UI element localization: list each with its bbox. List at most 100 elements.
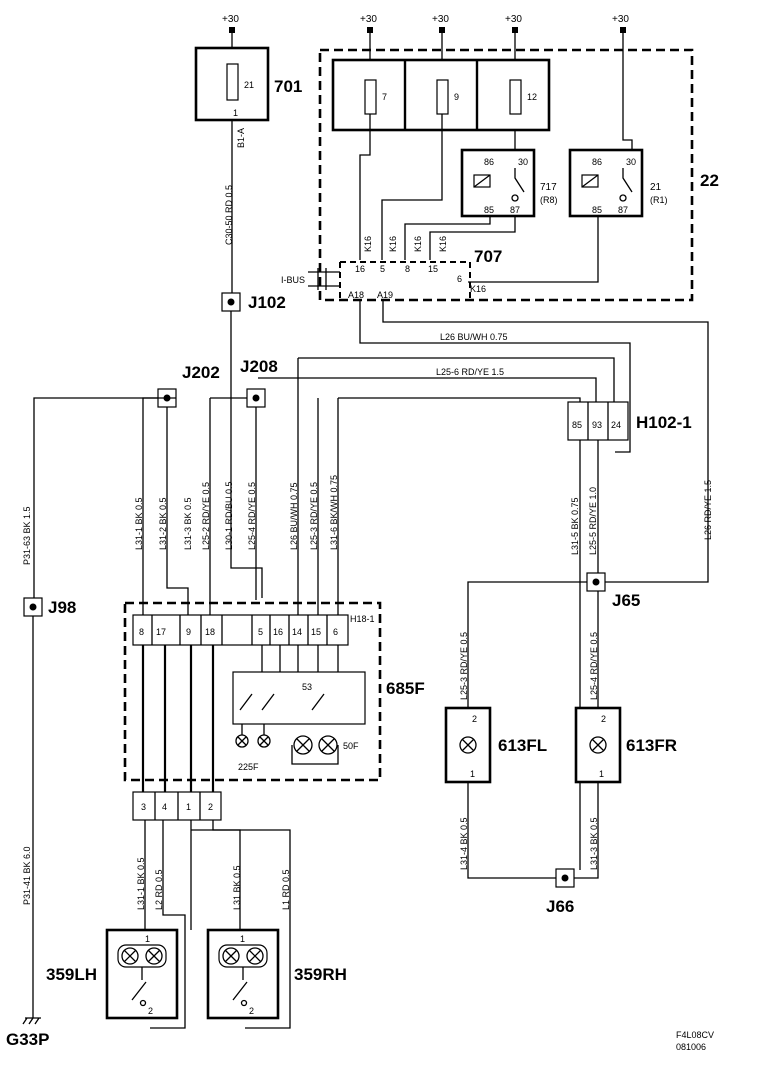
connector-h102: 85 93 24 H102-1 xyxy=(567,401,692,441)
k16-label-5: K16 xyxy=(470,284,486,294)
wire-l25-4-label: L25-4 RD/YE 0.5 xyxy=(247,482,257,550)
splice-j65: J65 xyxy=(586,572,640,610)
h18-pin-6: 6 xyxy=(333,627,338,637)
fuse-12-label: 12 xyxy=(527,92,537,102)
h102-pin-85: 85 xyxy=(572,420,582,430)
lamp-359rh-pin1: 1 xyxy=(240,934,245,944)
c4-pin-4: 4 xyxy=(162,802,167,812)
relay21-pin86: 86 xyxy=(592,157,602,167)
lamp-359lh-pin1: 1 xyxy=(145,934,150,944)
supply-label-f9: +30 xyxy=(432,14,449,25)
splice-j102: J102 xyxy=(221,292,286,312)
lamp-613fr-label: 613FR xyxy=(626,736,677,755)
supply-terminals: +30 +30 +30 +30 +30 xyxy=(222,14,633,152)
fuse-box-701: 21 1 701 xyxy=(194,46,302,122)
connector-707-label: 707 xyxy=(474,247,502,266)
relay21-pin87: 87 xyxy=(618,205,628,215)
wire-l31-3-label: L31-3 BK 0.5 xyxy=(183,497,193,550)
c4-pin-1: 1 xyxy=(186,802,191,812)
splice-j208: J208 xyxy=(240,357,278,408)
wire-l25-5-label: L25-5 RD/YE 1.0 xyxy=(588,487,598,555)
relay717-label: 717 xyxy=(540,182,557,193)
pin-16-label: 16 xyxy=(355,264,365,274)
ibus-connection: I-BUS xyxy=(281,268,340,290)
h18-pin-16: 16 xyxy=(273,627,283,637)
pin-a18-label: A18 xyxy=(348,290,364,300)
wire-l31-1-label: L31-1 BK 0.5 xyxy=(134,497,144,550)
relay717-pin87: 87 xyxy=(510,205,520,215)
supply-label-relay21: +30 xyxy=(612,14,629,25)
relay717-sub: (R8) xyxy=(540,195,558,205)
wire-l2-lh-label: L2 RD 0.5 xyxy=(154,869,164,910)
harness-wire-labels: L31-1 BK 0.5 L31-2 BK 0.5 L31-3 BK 0.5 L… xyxy=(134,475,713,555)
wire-l31-1-lh-label: L31-1 BK 0.5 xyxy=(136,857,146,910)
pin-5-label: 5 xyxy=(380,264,385,274)
relay717-pin86: 86 xyxy=(484,157,494,167)
connector-707: 707 16 5 8 15 6 A18 A19 K16 K16 K16 K16 … xyxy=(339,236,502,300)
lamp-613fr-pin1: 1 xyxy=(599,769,604,779)
wire-l30-1-label: L30-1 RD/BU 0.5 xyxy=(224,481,234,550)
h18-pin-14: 14 xyxy=(292,627,302,637)
splice-j98-label: J98 xyxy=(48,598,76,617)
h18-pin-5: 5 xyxy=(258,627,263,637)
module-685f: 685F 8 17 9 18 5 16 14 15 6 H18-1 53 225… xyxy=(123,601,425,782)
connector-h102-label: H102-1 xyxy=(636,413,692,432)
h102-pin-93: 93 xyxy=(592,420,602,430)
c4-pin-2: 2 xyxy=(208,802,213,812)
lamp-359rh-label: 359RH xyxy=(294,965,347,984)
wire-l25-3-label: L25-3 RD/YE 0.5 xyxy=(309,482,319,550)
wire-c30-50-label: C30-50 RD 0.5 xyxy=(224,185,234,245)
relay717-pin85: 85 xyxy=(484,205,494,215)
h18-pin-17: 17 xyxy=(156,627,166,637)
connector-b1a-label: B1-A xyxy=(236,128,246,148)
lamp-359lh-label: 359LH xyxy=(46,965,97,984)
ibus-label: I-BUS xyxy=(281,275,305,285)
lamp-359rh-pin2: 2 xyxy=(249,1006,254,1016)
module-685f-label: 685F xyxy=(386,679,425,698)
wire-l1-rh-label: L1 RD 0.5 xyxy=(281,869,291,910)
h18-pin-18: 18 xyxy=(205,627,215,637)
lamp-225f-icon xyxy=(235,734,271,748)
relay-21: 86 30 85 87 21 (R1) xyxy=(568,148,668,218)
h18-pin-15: 15 xyxy=(311,627,321,637)
lamp-50f-icon xyxy=(293,735,338,755)
lamp-359lh: 1 2 359LH xyxy=(46,928,179,1020)
h102-pin-24: 24 xyxy=(611,420,621,430)
wire-l25-6-label: L25-6 RD/YE 1.5 xyxy=(436,367,504,377)
relay21-label: 21 xyxy=(650,182,662,193)
wire-l26-right-label: L26 RD/YE 1.5 xyxy=(703,480,713,540)
wire-l31-3-fr-label: L31-3 BK 0.5 xyxy=(589,817,599,870)
splice-j65-label: J65 xyxy=(612,591,640,610)
footer-date: 081006 xyxy=(676,1042,706,1052)
connector-4pin: 3 4 1 2 xyxy=(132,791,222,821)
c4-pin-3: 3 xyxy=(141,802,146,812)
wire-l31-2-label: L31-2 BK 0.5 xyxy=(158,497,168,550)
fuse-pin-1: 1 xyxy=(233,108,238,118)
relay-717: 86 30 85 87 717 (R8) xyxy=(460,148,558,218)
supply-label-701: +30 xyxy=(222,14,239,25)
lamp-613fl-label: 613FL xyxy=(498,736,547,755)
pin-15-label: 15 xyxy=(428,264,438,274)
k16-label-1: K16 xyxy=(363,236,373,252)
wire-l25-2-label: L25-2 RD/YE 0.5 xyxy=(201,482,211,550)
switch-53-label: 53 xyxy=(302,682,312,692)
fuse-7-label: 7 xyxy=(382,92,387,102)
wire-l25-4-fr-label: L25-4 RD/YE 0.5 xyxy=(589,632,599,700)
ground-g33p: G33P xyxy=(6,1017,49,1049)
pin-6-label: 6 xyxy=(457,274,462,284)
supply-label-relay717: +30 xyxy=(505,14,522,25)
lamp-50f-label: 50F xyxy=(343,741,359,751)
relay21-pin85: 85 xyxy=(592,205,602,215)
splice-j102-label: J102 xyxy=(248,293,286,312)
component-701-label: 701 xyxy=(274,77,302,96)
splice-j98: J98 xyxy=(23,597,76,617)
k16-label-3: K16 xyxy=(413,236,423,252)
supply-label-f7: +30 xyxy=(360,14,377,25)
splice-j66: J66 xyxy=(546,868,575,916)
lamp-613fl: 2 1 613FL xyxy=(444,706,547,784)
lamp-359lh-pin2: 2 xyxy=(148,1006,153,1016)
splice-j208-label: J208 xyxy=(240,357,278,376)
lamp-613fl-pin1: 1 xyxy=(470,769,475,779)
h18-pin-8: 8 xyxy=(139,627,144,637)
